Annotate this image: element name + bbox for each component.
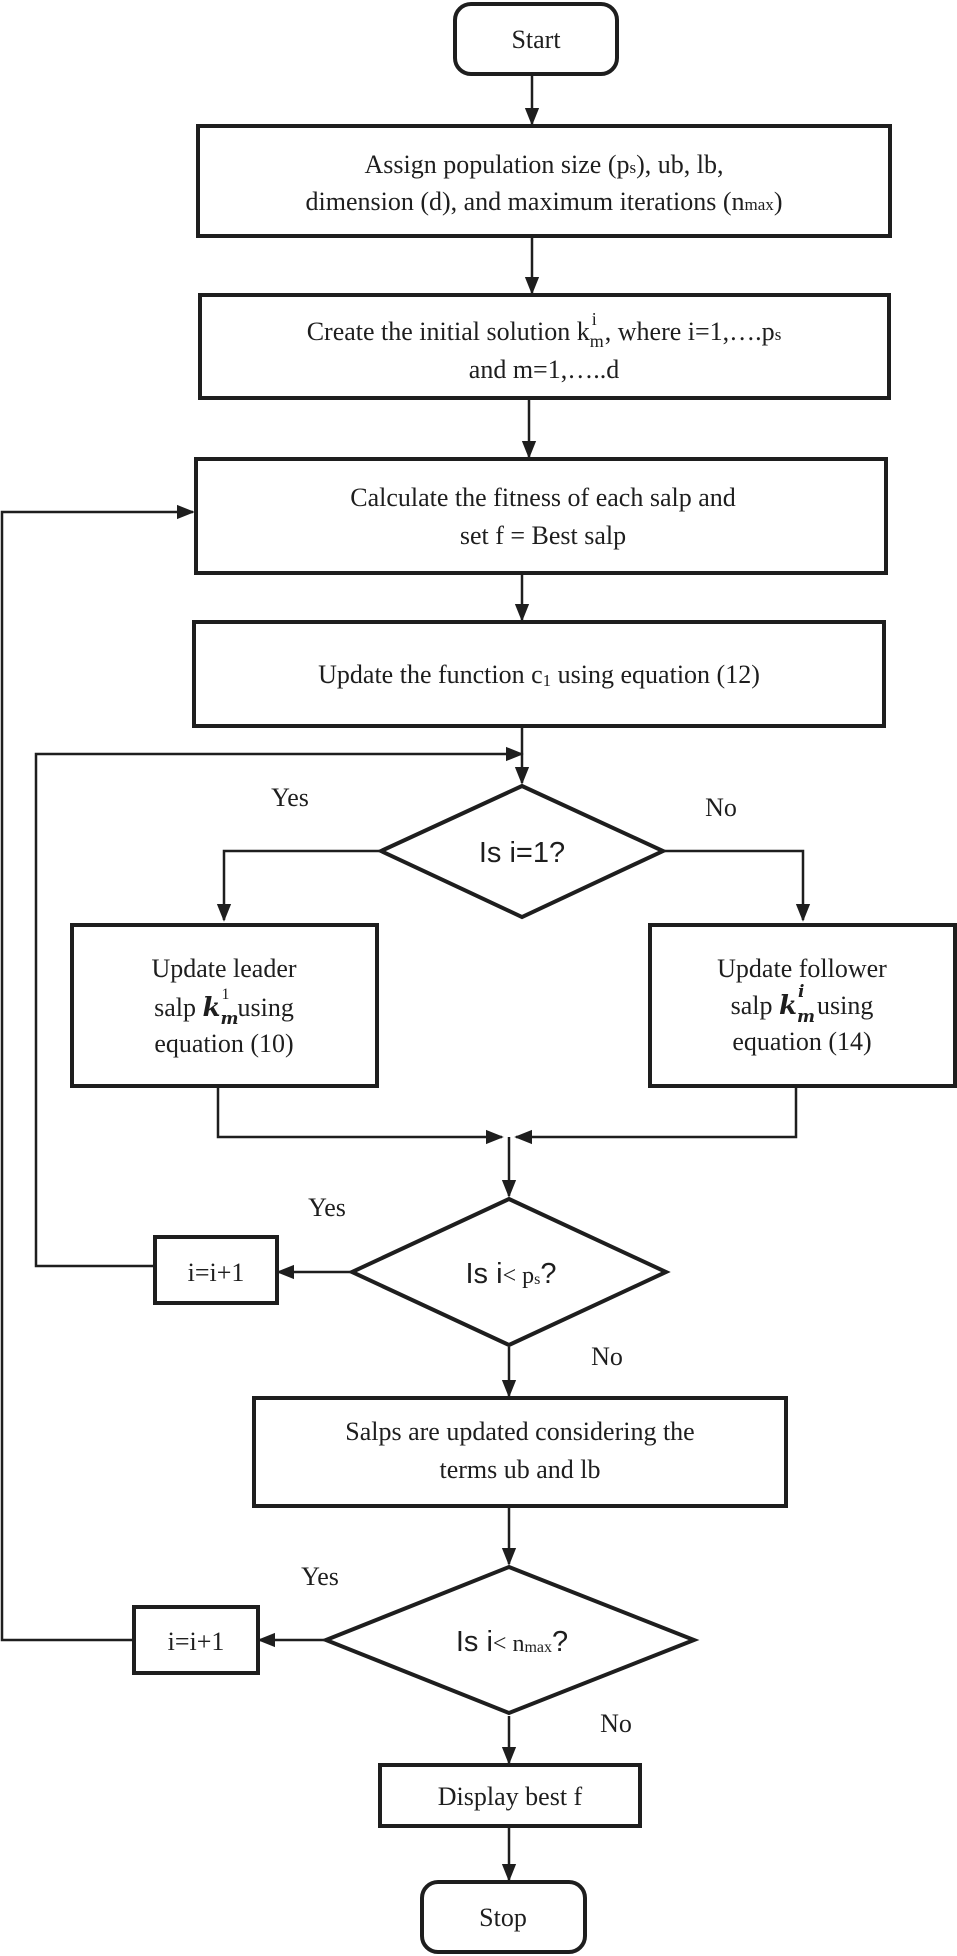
leader-line-1: Update leader	[151, 954, 296, 983]
display-best-box: Display best f	[378, 1763, 642, 1828]
start-label: Start	[511, 25, 561, 54]
follower-line-1: Update follower	[717, 954, 887, 983]
create-initial-solution-box: Create the initial solution kmi, where i…	[198, 293, 891, 400]
decision-ps-label: Is i< ps?	[466, 1258, 557, 1290]
assign-line-2: dimension (d), and maximum iterations (n…	[306, 187, 783, 216]
fitness-line-1: Calculate the fitness of each salp and	[350, 483, 736, 512]
decision-i-less-nmax: Is i< nmax?	[320, 1564, 700, 1716]
stop-label: Stop	[479, 1903, 527, 1932]
arrow-incr1-loop-back	[34, 746, 524, 1268]
decision-i1-label: Is i=1?	[479, 837, 565, 869]
no-label-nmax: No	[600, 1709, 632, 1738]
connectors	[0, 74, 811, 1882]
increment-i-box-2: i=i+1	[132, 1605, 260, 1675]
decision-nmax-label: Is i< nmax?	[456, 1626, 568, 1658]
yes-label-i1: Yes	[271, 783, 309, 812]
update-follower-box: Update follower salp kmi using equation …	[648, 923, 957, 1088]
fitness-box: Calculate the fitness of each salp and s…	[194, 457, 888, 575]
arrow-follower-to-merge	[514, 1086, 798, 1145]
increment-i-label-2: i=i+1	[168, 1627, 225, 1656]
decision-i-equals-1: Is i=1?	[376, 783, 668, 920]
decision-i-less-ps: Is i< ps?	[347, 1196, 671, 1348]
create-line-1: Create the initial solution kmi, where i…	[307, 309, 782, 351]
salps-updated-line-1: Salps are updated considering the	[345, 1417, 694, 1446]
salps-updated-line-2: terms ub and lb	[439, 1455, 600, 1484]
arrow-decision-i1-yes-to-leader	[216, 849, 381, 922]
salps-updated-box: Salps are updated considering the terms …	[252, 1396, 788, 1508]
display-best-label: Display best f	[438, 1782, 583, 1811]
arrow-leader-to-merge	[216, 1086, 504, 1145]
update-c1-label: Update the function c1 using equation (1…	[318, 660, 760, 690]
yes-label-ps: Yes	[308, 1193, 346, 1222]
no-label-ps: No	[591, 1342, 623, 1371]
no-label-i1: No	[705, 793, 737, 822]
start-node: Start	[453, 2, 619, 76]
create-line-2: and m=1,…..d	[469, 355, 619, 384]
follower-line-2: salp kmi using	[731, 982, 874, 1027]
increment-i-box-1: i=i+1	[153, 1235, 279, 1305]
arrow-decision-i1-no-to-follower	[663, 849, 811, 922]
increment-i-label-1: i=i+1	[188, 1258, 245, 1287]
leader-line-3: equation (10)	[154, 1029, 293, 1058]
arrow-incr2-loop-back	[0, 504, 195, 1642]
stop-node: Stop	[420, 1880, 587, 1954]
assign-params-box: Assign population size (ps), ub, lb, dim…	[196, 124, 892, 238]
follower-line-3: equation (14)	[732, 1027, 871, 1056]
fitness-line-2: set f = Best salp	[460, 521, 626, 550]
yes-label-nmax: Yes	[301, 1562, 339, 1591]
update-c1-box: Update the function c1 using equation (1…	[192, 620, 886, 728]
assign-line-1: Assign population size (ps), ub, lb,	[364, 150, 723, 179]
